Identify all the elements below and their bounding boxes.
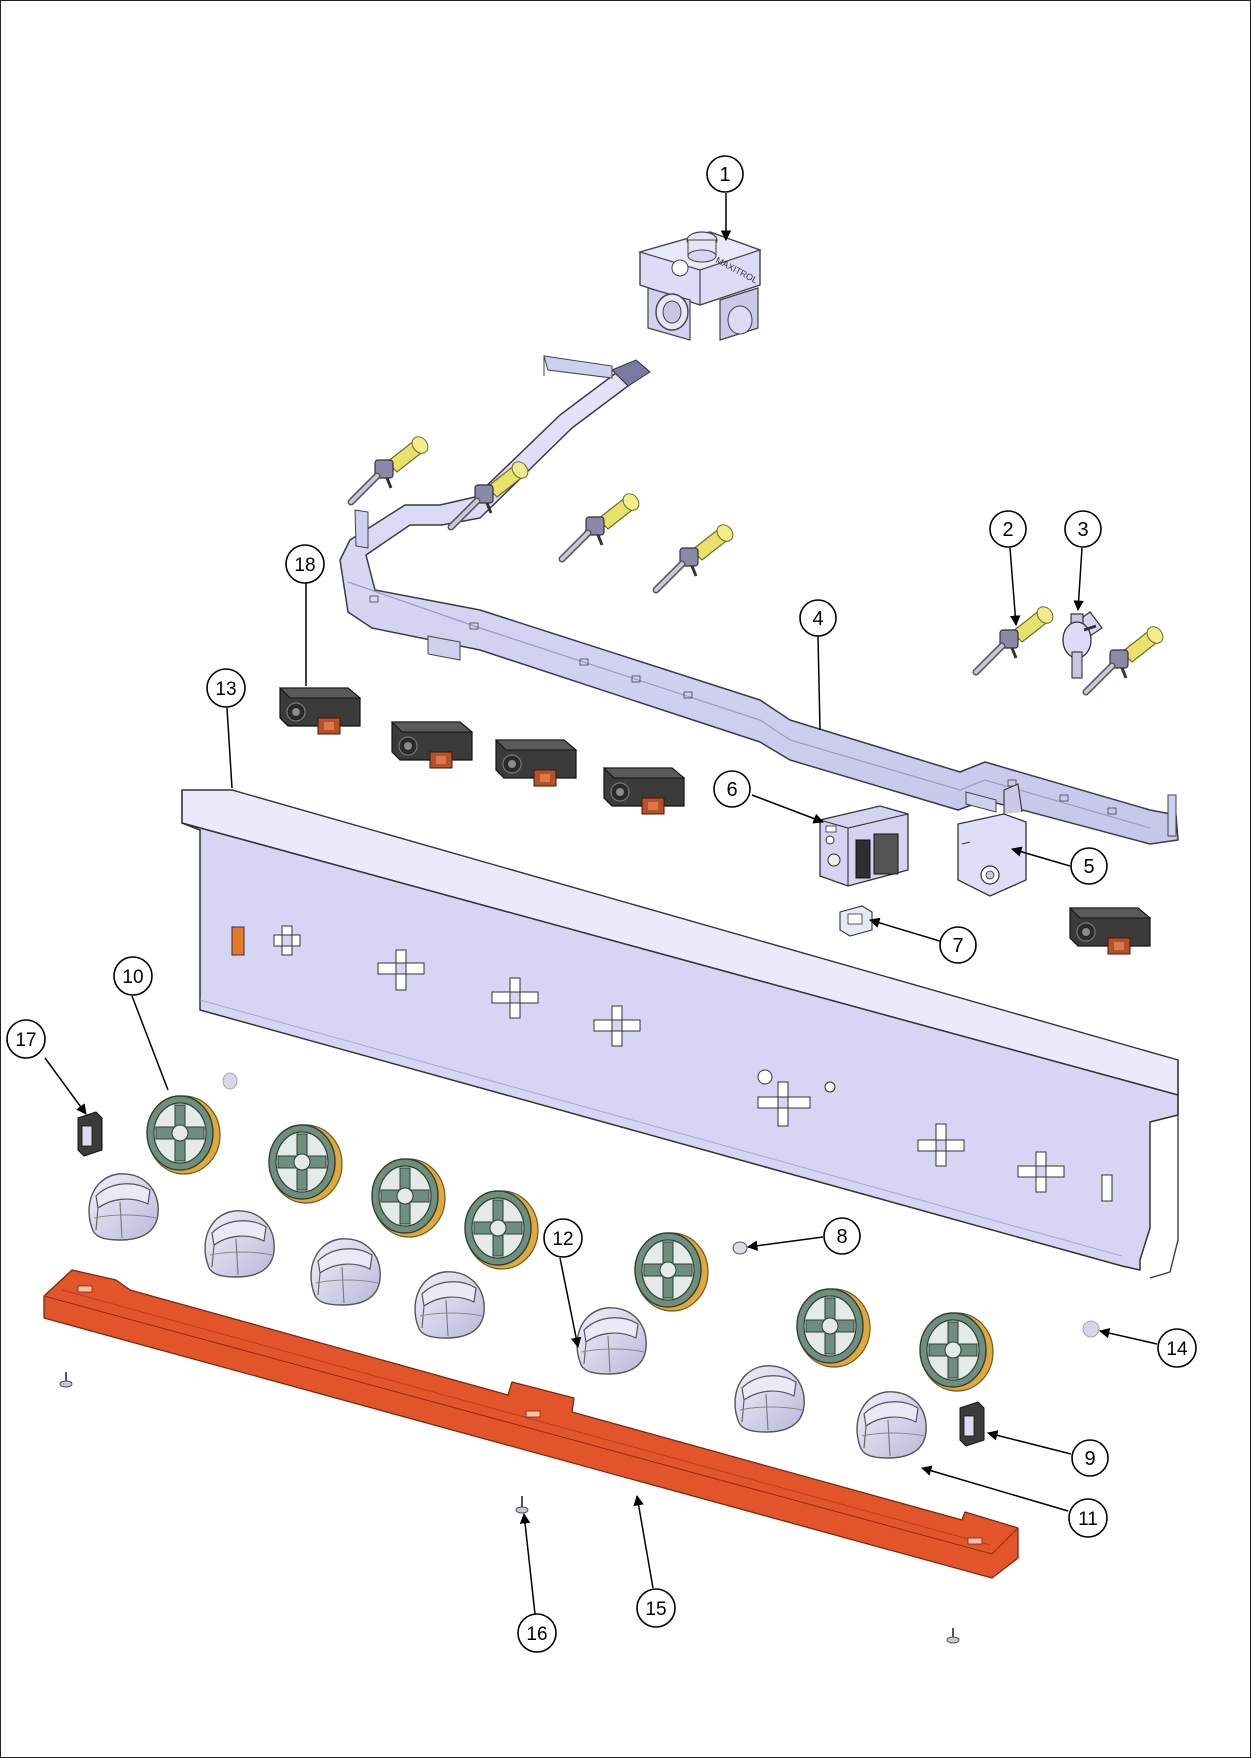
part-bezel	[268, 1124, 343, 1204]
callout-18: 18	[285, 544, 325, 584]
callout-10: 10	[113, 956, 153, 996]
callout-number: 16	[526, 1624, 547, 1645]
callout-number: 7	[952, 935, 963, 957]
part-bezel	[146, 1095, 221, 1175]
part-gas-manifold	[339, 355, 1179, 845]
part-knob	[204, 1210, 275, 1278]
callout-number: 1	[719, 164, 730, 186]
part-control-panel	[181, 789, 1179, 1279]
part-knob	[414, 1271, 485, 1339]
part-bezel	[371, 1158, 446, 1238]
callout-15: 15	[636, 1588, 676, 1628]
callout-number: 6	[726, 779, 737, 801]
part-igniter	[603, 767, 685, 815]
callout-number: 9	[1084, 1448, 1095, 1470]
callout-number: 17	[15, 1030, 36, 1051]
callout-4: 4	[799, 599, 837, 637]
manifold-valve	[562, 491, 642, 559]
callout-12: 12	[543, 1218, 583, 1258]
part-igniter	[279, 687, 361, 735]
part-knob	[88, 1173, 159, 1241]
callout-number: 14	[1166, 1339, 1188, 1360]
callout-17: 17	[6, 1019, 46, 1059]
part-bezel	[634, 1232, 709, 1312]
part-screw	[59, 1372, 73, 1388]
part-knob	[856, 1391, 927, 1459]
part-bezel	[464, 1190, 539, 1270]
part-plug-8	[732, 1241, 748, 1255]
callout-number: 3	[1077, 519, 1088, 541]
part-knob	[734, 1365, 805, 1433]
callout-13: 13	[206, 668, 246, 708]
part-pressure-regulator: MAXITROL	[637, 231, 762, 341]
part-valve-2	[976, 604, 1056, 672]
callout-6: 6	[713, 770, 751, 808]
callout-11: 11	[1068, 1498, 1108, 1538]
callout-16: 16	[517, 1613, 557, 1653]
callout-5: 5	[1070, 847, 1108, 885]
callout-9: 9	[1071, 1439, 1109, 1477]
callout-number: 11	[1078, 1509, 1098, 1530]
part-knob	[576, 1307, 647, 1375]
callout-number: 15	[645, 1599, 666, 1620]
part-rocker-switch-17	[77, 1111, 103, 1157]
part-plug-14	[1082, 1320, 1100, 1338]
part-bezel	[796, 1288, 871, 1368]
manifold-valve	[451, 459, 531, 527]
part-igniter	[391, 721, 473, 769]
part-valve-extra	[1086, 624, 1166, 692]
part-trim-rail	[43, 1269, 1019, 1579]
callout-number: 8	[836, 1226, 847, 1248]
callout-2: 2	[989, 510, 1027, 548]
manifold-valve	[656, 522, 736, 590]
callout-number: 4	[812, 608, 823, 630]
part-thermostat	[819, 805, 909, 887]
callout-7: 7	[939, 926, 977, 964]
leader-lines	[44, 193, 1158, 1615]
part-thermostat-housing	[957, 783, 1027, 897]
part-igniter	[1069, 907, 1151, 955]
part-igniter	[495, 739, 577, 787]
panel-knob-cutouts	[273, 925, 1065, 1193]
callout-1: 1	[706, 155, 744, 193]
part-rocker-switch-9	[959, 1401, 985, 1447]
callout-number: 2	[1002, 519, 1013, 541]
part-valve-3	[1062, 611, 1103, 679]
callout-number: 10	[122, 967, 143, 988]
callout-14: 14	[1157, 1328, 1197, 1368]
callout-number: 12	[552, 1229, 573, 1250]
part-screw	[515, 1496, 529, 1514]
part-screw	[946, 1628, 960, 1644]
part-small-switch	[839, 905, 873, 937]
callout-number: 18	[294, 555, 315, 576]
callout-number: 5	[1083, 856, 1094, 878]
part-bezel	[919, 1312, 994, 1392]
manifold-valve	[351, 434, 431, 502]
part-knob	[310, 1238, 381, 1306]
callout-3: 3	[1064, 510, 1102, 548]
panel-plug	[222, 1072, 238, 1090]
callout-number: 13	[215, 679, 236, 700]
callout-8: 8	[823, 1217, 861, 1255]
